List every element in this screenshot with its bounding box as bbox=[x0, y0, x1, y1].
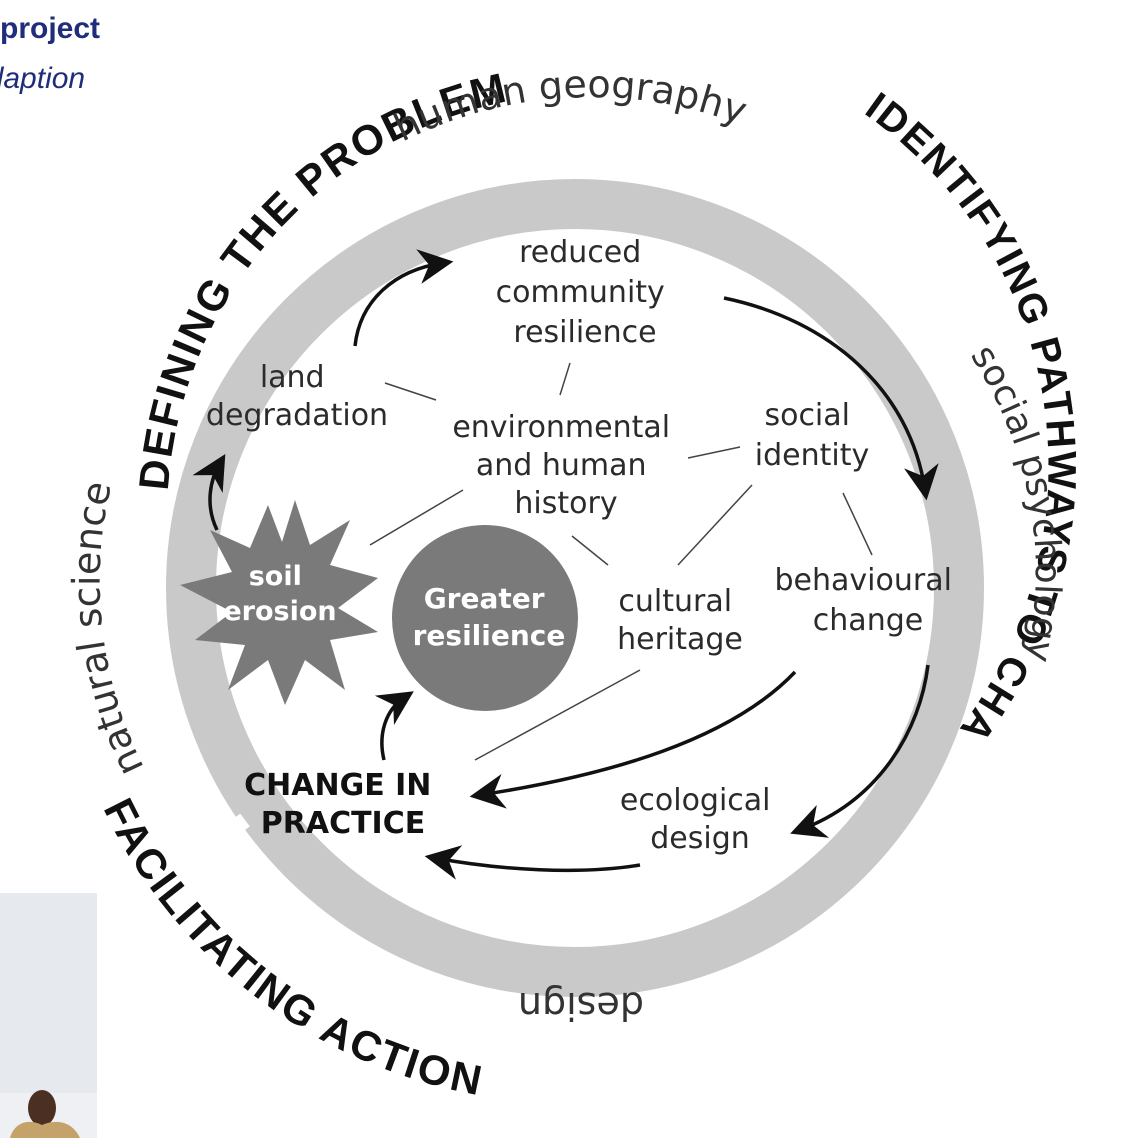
node-change-in-practice: CHANGE IN PRACTICE bbox=[244, 768, 442, 841]
project-subtitle: adaption bbox=[0, 62, 86, 95]
cycle-arrows bbox=[192, 249, 939, 880]
arrow-ecological-to-practice bbox=[424, 845, 641, 880]
connector-lines bbox=[369, 362, 873, 761]
band-human-geography: human geography bbox=[387, 62, 753, 150]
greater-resilience-circle bbox=[392, 525, 578, 711]
node-reduced-community-resilience: reduced community resilience bbox=[496, 235, 675, 350]
node-behavioural-change: behavioural change bbox=[775, 563, 962, 638]
ring-segment-gaps bbox=[162, 154, 941, 946]
project-heading: project bbox=[0, 12, 101, 45]
arrow-soil-to-land bbox=[192, 453, 226, 531]
node-environmental-history: environmental and human history bbox=[452, 410, 679, 521]
soil-erosion-burst bbox=[180, 500, 378, 705]
arrow-reduced-to-social bbox=[723, 296, 939, 501]
band-natural-science: natural science bbox=[65, 477, 153, 783]
node-cultural-heritage: cultural heritage bbox=[617, 584, 743, 657]
arrow-behavioural-to-ecological bbox=[790, 664, 930, 838]
node-ecological-design: ecological design bbox=[620, 783, 780, 856]
arrow-practice-to-greater bbox=[374, 691, 414, 761]
presenter-photo bbox=[0, 893, 97, 1138]
node-land-degradation: land degradation bbox=[206, 360, 388, 433]
node-social-identity: social identity bbox=[755, 398, 869, 473]
band-design: design bbox=[518, 984, 644, 1028]
arrow-land-to-reduced bbox=[353, 249, 454, 347]
greater-resilience-label: Greater resilience bbox=[413, 582, 566, 652]
arrow-behavioural-to-practice bbox=[469, 670, 797, 809]
soil-erosion-label: soil erosion bbox=[223, 561, 336, 627]
